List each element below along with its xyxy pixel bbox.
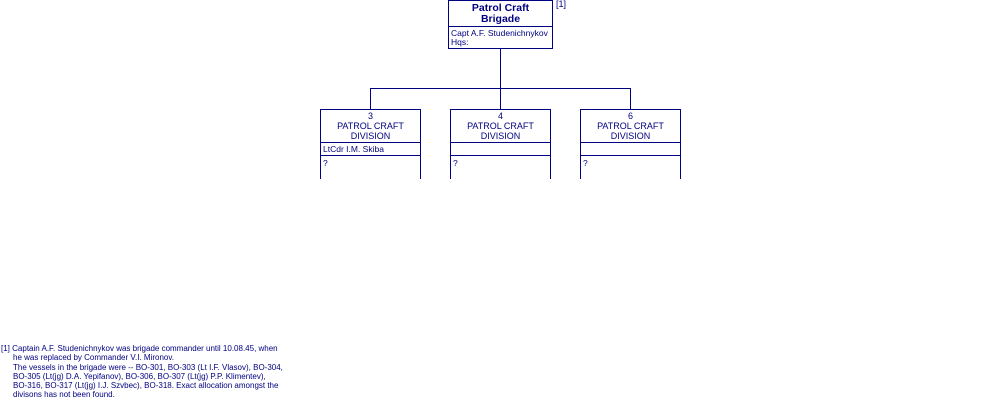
brigade-footnote-ref[interactable]: [1] — [556, 0, 567, 9]
division-hq: ? — [583, 158, 588, 168]
division-hq: ? — [323, 158, 328, 168]
footnote: [1] Captain A.F. Studenichnykov was brig… — [1, 344, 291, 400]
footnote-marker: [1] — [1, 344, 10, 353]
division-box-6: 6 PATROL CRAFT DIVISION ? — [580, 109, 681, 179]
division-commander: LtCdr I.M. Skiba — [321, 143, 420, 156]
division-name: PATROL CRAFT DIVISION — [467, 121, 534, 141]
connector-trunk — [500, 49, 501, 88]
footnote-text: Captain A.F. Studenichnykov was brigade … — [12, 344, 278, 353]
footnote-line: BO-316, BO-317 (Lt(jg) I.J. Szvbec), BO-… — [13, 381, 279, 391]
footnote-line: divisons has not been found. — [13, 390, 115, 400]
division-box-3: 3 PATROL CRAFT DIVISION LtCdr I.M. Skiba… — [320, 109, 421, 179]
footnote-line: [1] Captain A.F. Studenichnykov was brig… — [1, 344, 291, 353]
connector-drop-3 — [370, 88, 371, 109]
brigade-title: Patrol Craft Brigade — [449, 1, 552, 27]
brigade-title-line1: Patrol Craft — [471, 2, 530, 14]
division-box-4: 4 PATROL CRAFT DIVISION ? — [450, 109, 551, 179]
division-header: 6 PATROL CRAFT DIVISION — [581, 110, 680, 143]
connector-drop-6 — [630, 88, 631, 109]
division-commander — [581, 143, 680, 156]
division-number: 6 — [627, 111, 633, 121]
footnote-line: BO-305 (Lt(jg) D.A. Yepifanov), BO-306, … — [13, 371, 266, 381]
brigade-title-line2: Brigade — [480, 13, 521, 25]
division-header: 4 PATROL CRAFT DIVISION — [451, 110, 550, 143]
brigade-box: Patrol Craft Brigade Capt A.F. Studenich… — [448, 0, 553, 49]
division-commander — [451, 143, 550, 156]
division-name: PATROL CRAFT DIVISION — [337, 121, 404, 141]
footnote-line: he was replaced by Commander V.I. Mirono… — [13, 353, 174, 363]
division-number: 4 — [497, 111, 503, 121]
brigade-hqs: Hqs: — [451, 37, 469, 47]
brigade-commander: Capt A.F. Studenichnykov — [451, 28, 548, 38]
footnote-line: The vessels in the brigade were -- BO-30… — [13, 362, 283, 372]
division-hq: ? — [453, 158, 458, 168]
division-number: 3 — [367, 111, 373, 121]
connector-drop-4 — [500, 88, 501, 109]
division-header: 3 PATROL CRAFT DIVISION — [321, 110, 420, 143]
division-name: PATROL CRAFT DIVISION — [597, 121, 664, 141]
